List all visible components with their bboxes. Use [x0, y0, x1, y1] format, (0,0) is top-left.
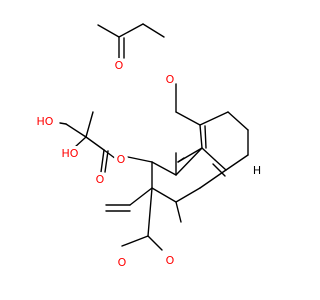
svg-text:O: O [166, 254, 175, 267]
bond [199, 124, 203, 149]
bond [104, 150, 109, 173]
bond [151, 161, 177, 176]
bond [121, 235, 149, 247]
atom-hydroxyl: HO [58, 146, 82, 161]
bond [147, 187, 153, 237]
bond-layer [59, 23, 249, 251]
bond [151, 187, 177, 203]
bond [103, 149, 117, 160]
bond [129, 187, 153, 206]
atom-hydroxyl: HO [33, 114, 57, 129]
bond [201, 147, 216, 161]
bond [142, 23, 165, 38]
bond [175, 201, 182, 223]
atom-oxygen: O [114, 152, 128, 166]
bond [97, 24, 120, 38]
atom-hydrogen: H [251, 164, 263, 177]
atom-oxygen: O [163, 72, 177, 86]
svg-text:HO: HO [62, 147, 79, 160]
bond [225, 154, 249, 171]
svg-text:O: O [166, 73, 175, 86]
bond [65, 123, 87, 138]
bond [204, 125, 207, 149]
bond [227, 111, 249, 131]
bond [177, 157, 185, 163]
bond [175, 187, 201, 203]
bond [214, 159, 227, 171]
bond [212, 163, 226, 177]
bond [147, 235, 163, 251]
bond [118, 23, 144, 38]
atom-oxygen: O [112, 58, 126, 72]
svg-text:O: O [118, 256, 127, 269]
atom-oxygen: O [163, 253, 177, 267]
bond [175, 147, 203, 176]
svg-text:O: O [117, 153, 126, 166]
molecule-structure-diagram: O O HO HO O O O O [33, 23, 263, 269]
atom-oxygen: O [93, 172, 107, 186]
atom-label-layer: O O HO HO O O O O [33, 58, 263, 269]
bond [127, 156, 153, 163]
bond [199, 169, 227, 189]
bond [85, 111, 94, 138]
svg-text:H: H [253, 164, 261, 177]
svg-text:HO: HO [37, 115, 54, 128]
svg-text:O: O [115, 59, 124, 72]
svg-text:O: O [96, 173, 105, 186]
atom-oxygen: O [115, 255, 129, 269]
bond [74, 136, 87, 148]
bond [100, 149, 105, 173]
bond [59, 122, 67, 125]
bond [199, 111, 229, 126]
molecule-drawing: O O HO HO O O O O [33, 23, 263, 269]
bond [175, 111, 201, 126]
bond [85, 136, 105, 151]
